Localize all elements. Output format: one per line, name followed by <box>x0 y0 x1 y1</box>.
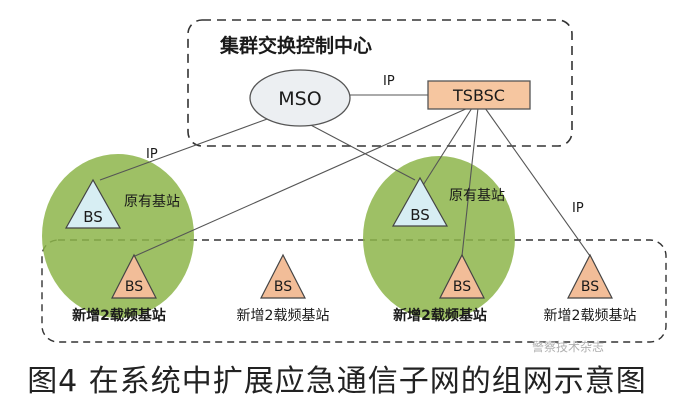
coverage-area-left <box>42 154 194 318</box>
existing-station-left-name: 原有基站 <box>124 193 180 210</box>
figure-caption: 图4 在系统中扩展应急通信子网的组网示意图 <box>27 364 647 399</box>
new-station-3-name: 新增2载频基站 <box>393 307 487 324</box>
new-station-4-name: 新增2载频基站 <box>544 307 637 324</box>
new-bs-3-icon <box>439 253 485 299</box>
control-center-title: 集群交换控制中心 <box>219 34 372 57</box>
mso-label: MSO <box>278 88 321 110</box>
subnet-box <box>41 239 667 343</box>
ip-label-left: IP <box>146 147 158 162</box>
existing-bs-right-label: BS <box>410 206 430 224</box>
new-station-2-name: 新增2载频基站 <box>237 307 330 324</box>
new-bs-1-icon <box>111 253 157 299</box>
ip-label-right: IP <box>572 201 584 216</box>
link-tsbsc-new-bs-3 <box>461 107 479 257</box>
watermark: 警察技术杂志 <box>532 340 605 354</box>
tsbsc-node <box>427 80 531 110</box>
existing-bs-right-icon <box>391 176 449 227</box>
link-mso-existing-bs-left <box>99 117 271 181</box>
network-links <box>99 94 591 257</box>
control-center-box <box>187 19 573 147</box>
new-station-1-name: 新增2载频基站 <box>72 307 166 324</box>
coverage-area-right <box>363 156 515 320</box>
new-bs-4-label: BS <box>581 279 599 295</box>
link-tsbsc-existing-bs-right <box>419 107 473 191</box>
link-tsbsc-new-bs-1 <box>134 107 469 257</box>
ip-label-mso-tsbsc: IP <box>383 74 395 89</box>
new-bs-2-icon <box>260 253 306 299</box>
mso-node <box>249 69 351 127</box>
new-bs-3-label: BS <box>453 279 471 295</box>
link-mso-existing-bs-right <box>304 121 416 181</box>
new-bs-1-label: BS <box>125 279 143 295</box>
existing-bs-left-label: BS <box>83 208 103 226</box>
new-bs-4-icon <box>567 253 613 299</box>
link-tsbsc-new-bs-4 <box>484 107 591 257</box>
existing-station-right-name: 原有基站 <box>449 187 505 204</box>
tsbsc-label: TSBSC <box>452 86 505 105</box>
existing-bs-left-icon <box>64 178 122 229</box>
new-bs-2-label: BS <box>274 279 292 295</box>
